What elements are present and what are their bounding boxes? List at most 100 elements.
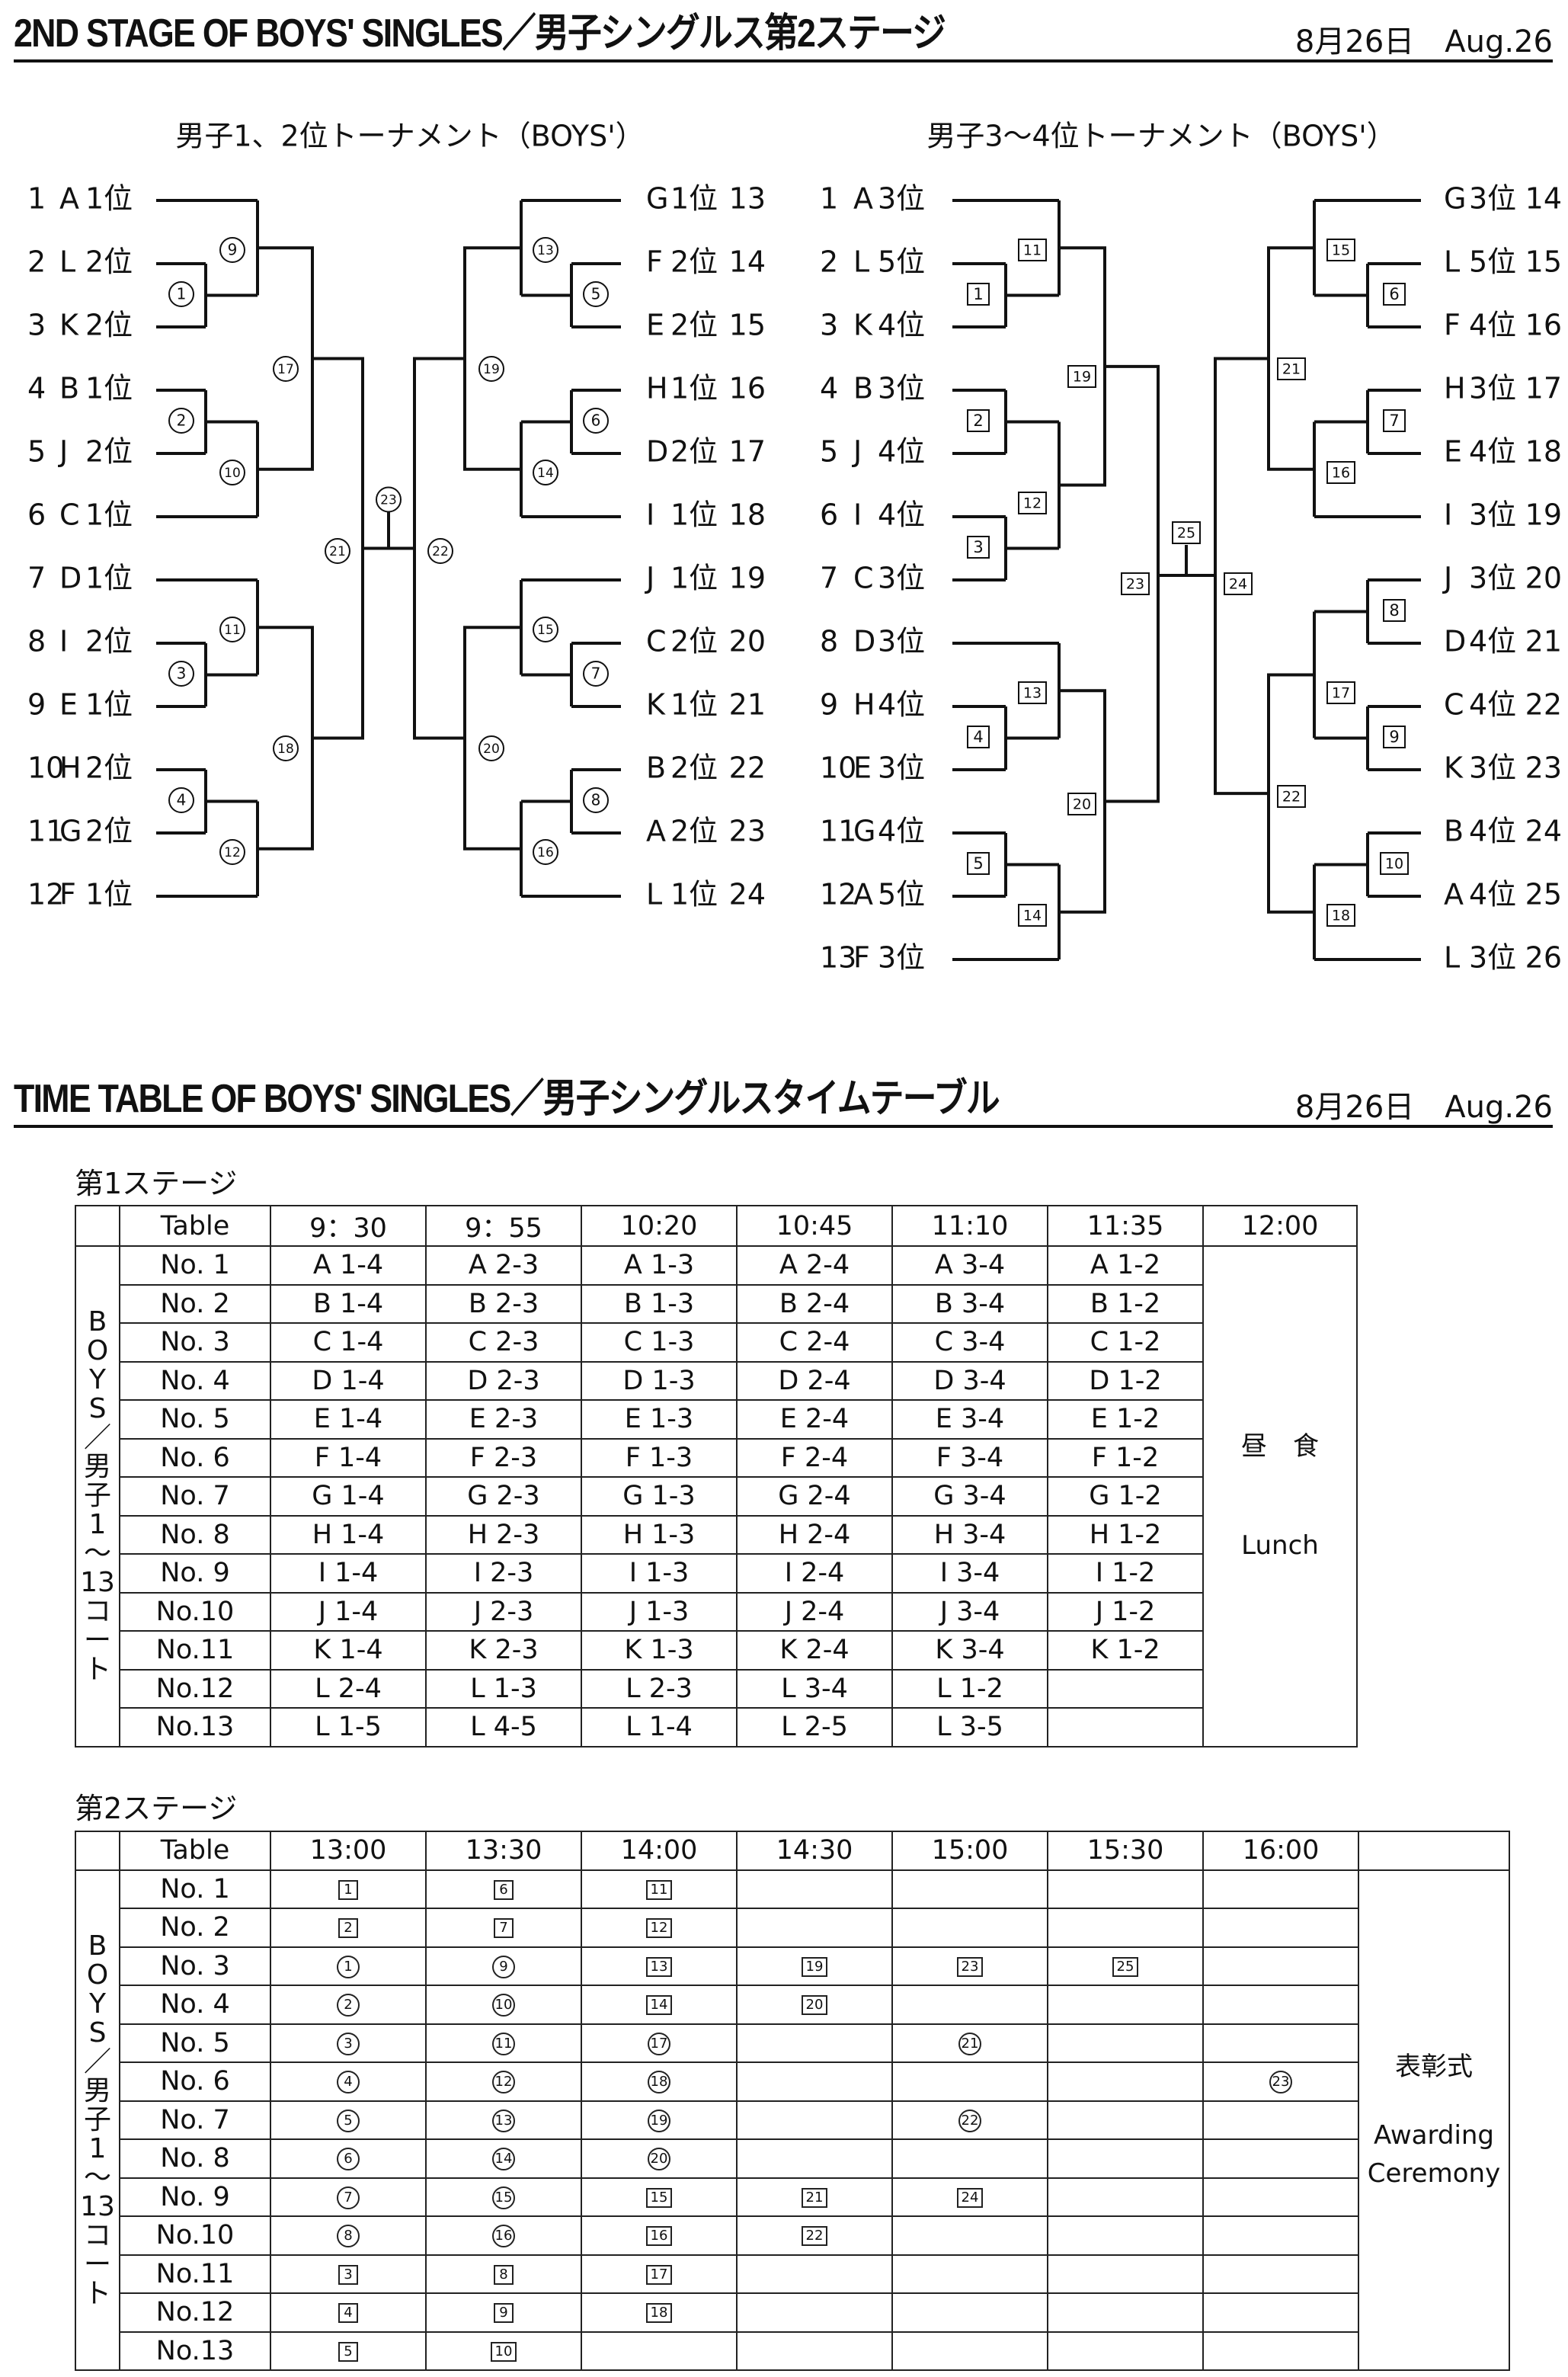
match-cell: 1 — [270, 1946, 427, 1986]
match-cell — [1047, 1985, 1204, 2025]
player-rank: 5位 — [878, 245, 925, 279]
match-cell — [1202, 2023, 1359, 2063]
match-cell — [581, 2331, 738, 2371]
match-cell — [1047, 1668, 1204, 1709]
player-number: 7 — [27, 562, 46, 595]
match-box — [1224, 572, 1253, 595]
match-cell: A 3-4 — [891, 1245, 1048, 1286]
table-number: No. 8 — [119, 1514, 271, 1555]
match-number: 5 — [973, 854, 983, 873]
match-box-ref: 24 — [957, 2187, 983, 2208]
match-cell: L 1-2 — [891, 1668, 1048, 1709]
player-group: C — [853, 562, 874, 595]
player-number: 6 — [820, 498, 838, 532]
lunch-en: Lunch — [1241, 1530, 1319, 1562]
player-number: 13 — [820, 941, 856, 975]
match-circle-ref: 7 — [337, 2186, 360, 2209]
table-number: No. 6 — [119, 1437, 271, 1478]
match-cell — [1047, 2215, 1204, 2256]
time-slot-header: 11:10 — [891, 1205, 1048, 1247]
player-number: 20 — [1525, 562, 1562, 595]
player-rank: 3位 — [878, 562, 925, 595]
match-cell: 10 — [425, 1985, 582, 2025]
match-box — [1380, 852, 1409, 875]
match-cell — [1047, 1908, 1204, 1948]
match-number: 22 — [432, 544, 449, 559]
match-cell — [891, 2254, 1048, 2294]
match-box-ref: 16 — [646, 2226, 672, 2247]
match-box — [1383, 599, 1406, 622]
match-cell: A 2-4 — [736, 1245, 893, 1286]
match-cell: L 3-5 — [891, 1707, 1048, 1748]
player-rank: 3位 — [878, 182, 925, 216]
player-rank: 4位 — [1469, 435, 1516, 469]
player-group: K — [1444, 751, 1464, 785]
match-cell: 8 — [270, 2215, 427, 2256]
match-box — [1067, 365, 1096, 388]
match-cell — [1202, 2138, 1359, 2179]
match-cell: E 2-4 — [736, 1399, 893, 1440]
player-number: 3 — [820, 309, 838, 342]
player-number: 22 — [729, 751, 766, 785]
match-cell — [1047, 2292, 1204, 2333]
table-number: No.12 — [119, 2292, 271, 2333]
match-box-ref: 10 — [491, 2341, 517, 2362]
time-slot-header: 12:00 — [1202, 1205, 1358, 1247]
match-cell: H 1-2 — [1047, 1514, 1204, 1555]
match-number: 24 — [1229, 576, 1247, 593]
player-group: D — [853, 625, 875, 658]
match-cell: E 1-4 — [270, 1399, 427, 1440]
match-cell: 10 — [425, 2331, 582, 2371]
match-cell: J 2-4 — [736, 1591, 893, 1632]
player-group: E — [59, 688, 78, 722]
player-number: 22 — [1525, 688, 1562, 722]
match-cell — [736, 1908, 893, 1948]
player-group: K — [59, 309, 79, 342]
match-cell: C 1-3 — [581, 1322, 738, 1363]
match-cell: 13 — [581, 1946, 738, 1986]
match-cell: C 1-4 — [270, 1322, 427, 1363]
player-group: A — [853, 878, 873, 911]
match-cell: 1 — [270, 1869, 427, 1909]
match-circle — [583, 661, 609, 687]
match-box-ref: 21 — [802, 2187, 827, 2208]
match-box-ref: 2 — [338, 1918, 358, 1939]
player-group: G — [1444, 182, 1466, 216]
match-box-ref: 12 — [646, 1918, 672, 1939]
match-cell: E 1-2 — [1047, 1399, 1204, 1440]
match-box-ref: 6 — [494, 1879, 514, 1900]
match-cell: J 1-4 — [270, 1591, 427, 1632]
player-rank: 3位 — [1469, 372, 1516, 405]
player-number: 17 — [1525, 372, 1562, 405]
player-number: 25 — [1525, 878, 1562, 911]
match-circle-ref: 1 — [337, 1955, 360, 1978]
player-rank: 4位 — [878, 498, 925, 532]
match-circle-ref: 3 — [337, 2032, 360, 2055]
player-number: 19 — [1525, 498, 1562, 532]
match-circle — [273, 356, 299, 382]
match-circle-ref: 17 — [648, 2032, 670, 2055]
lunch-jp: 昼 食 — [1241, 1431, 1319, 1462]
match-cell: J 2-3 — [425, 1591, 582, 1632]
match-number: 17 — [1332, 685, 1350, 702]
match-box-ref: 14 — [646, 1995, 672, 2016]
player-number: 11 — [820, 815, 856, 848]
table-number: No.12 — [119, 1668, 271, 1709]
match-cell: I 1-4 — [270, 1553, 427, 1594]
player-rank: 4位 — [878, 309, 925, 342]
match-box-ref: 8 — [494, 2264, 514, 2285]
player-number: 18 — [729, 498, 766, 532]
player-rank: 4位 — [878, 688, 925, 722]
left-bracket-title: 男子1、2位トーナメント（BOYS'） — [175, 120, 644, 153]
match-cell: B 1-2 — [1047, 1283, 1204, 1324]
player-group: K — [646, 688, 666, 722]
match-box-ref: 7 — [494, 1918, 514, 1939]
table-number: No. 5 — [119, 1399, 271, 1440]
match-cell: K 2-4 — [736, 1630, 893, 1671]
